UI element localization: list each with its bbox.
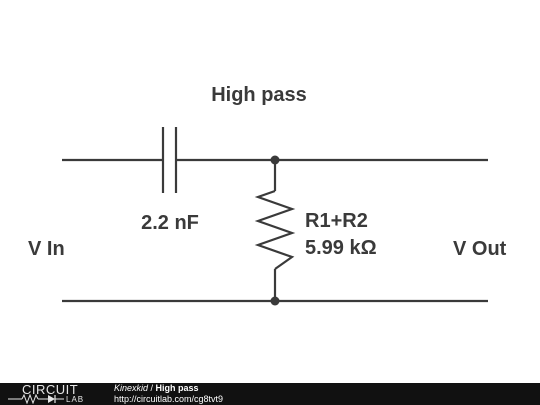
logo-text-sub: LAB — [66, 395, 85, 404]
footer-separator: / — [148, 383, 156, 393]
junction-top — [270, 155, 280, 165]
junction-bottom — [270, 296, 280, 306]
resistor-value-label: 5.99 kΩ — [305, 237, 377, 259]
footer-author-link[interactable]: Kinexkid — [114, 383, 149, 393]
resistor-zigzag — [254, 189, 296, 270]
logo-text-top: CIRCUIT — [22, 382, 79, 397]
footer-url-link[interactable]: http://circuitlab.com/cg8tvt9 — [114, 394, 224, 404]
resistor-name-label: R1+R2 — [305, 210, 368, 232]
output-label: V Out — [453, 238, 507, 260]
footer-circuit-title[interactable]: High pass — [155, 383, 199, 393]
capacitor-value-label: 2.2 nF — [141, 212, 199, 234]
resistor-wave-icon — [8, 394, 64, 404]
circuitlab-logo[interactable]: CIRCUIT LAB — [8, 383, 108, 405]
schematic-diagram: High pass 2.2 nF R1+R2 5.99 kΩ V In V Ou… — [28, 84, 507, 306]
footer-bar: CIRCUIT LAB Kinexkid / High pass http://… — [0, 383, 540, 405]
input-label: V In — [28, 238, 65, 260]
footer-info: Kinexkid / High pass http://circuitlab.c… — [114, 383, 223, 405]
diagram-title: High pass — [211, 84, 307, 106]
